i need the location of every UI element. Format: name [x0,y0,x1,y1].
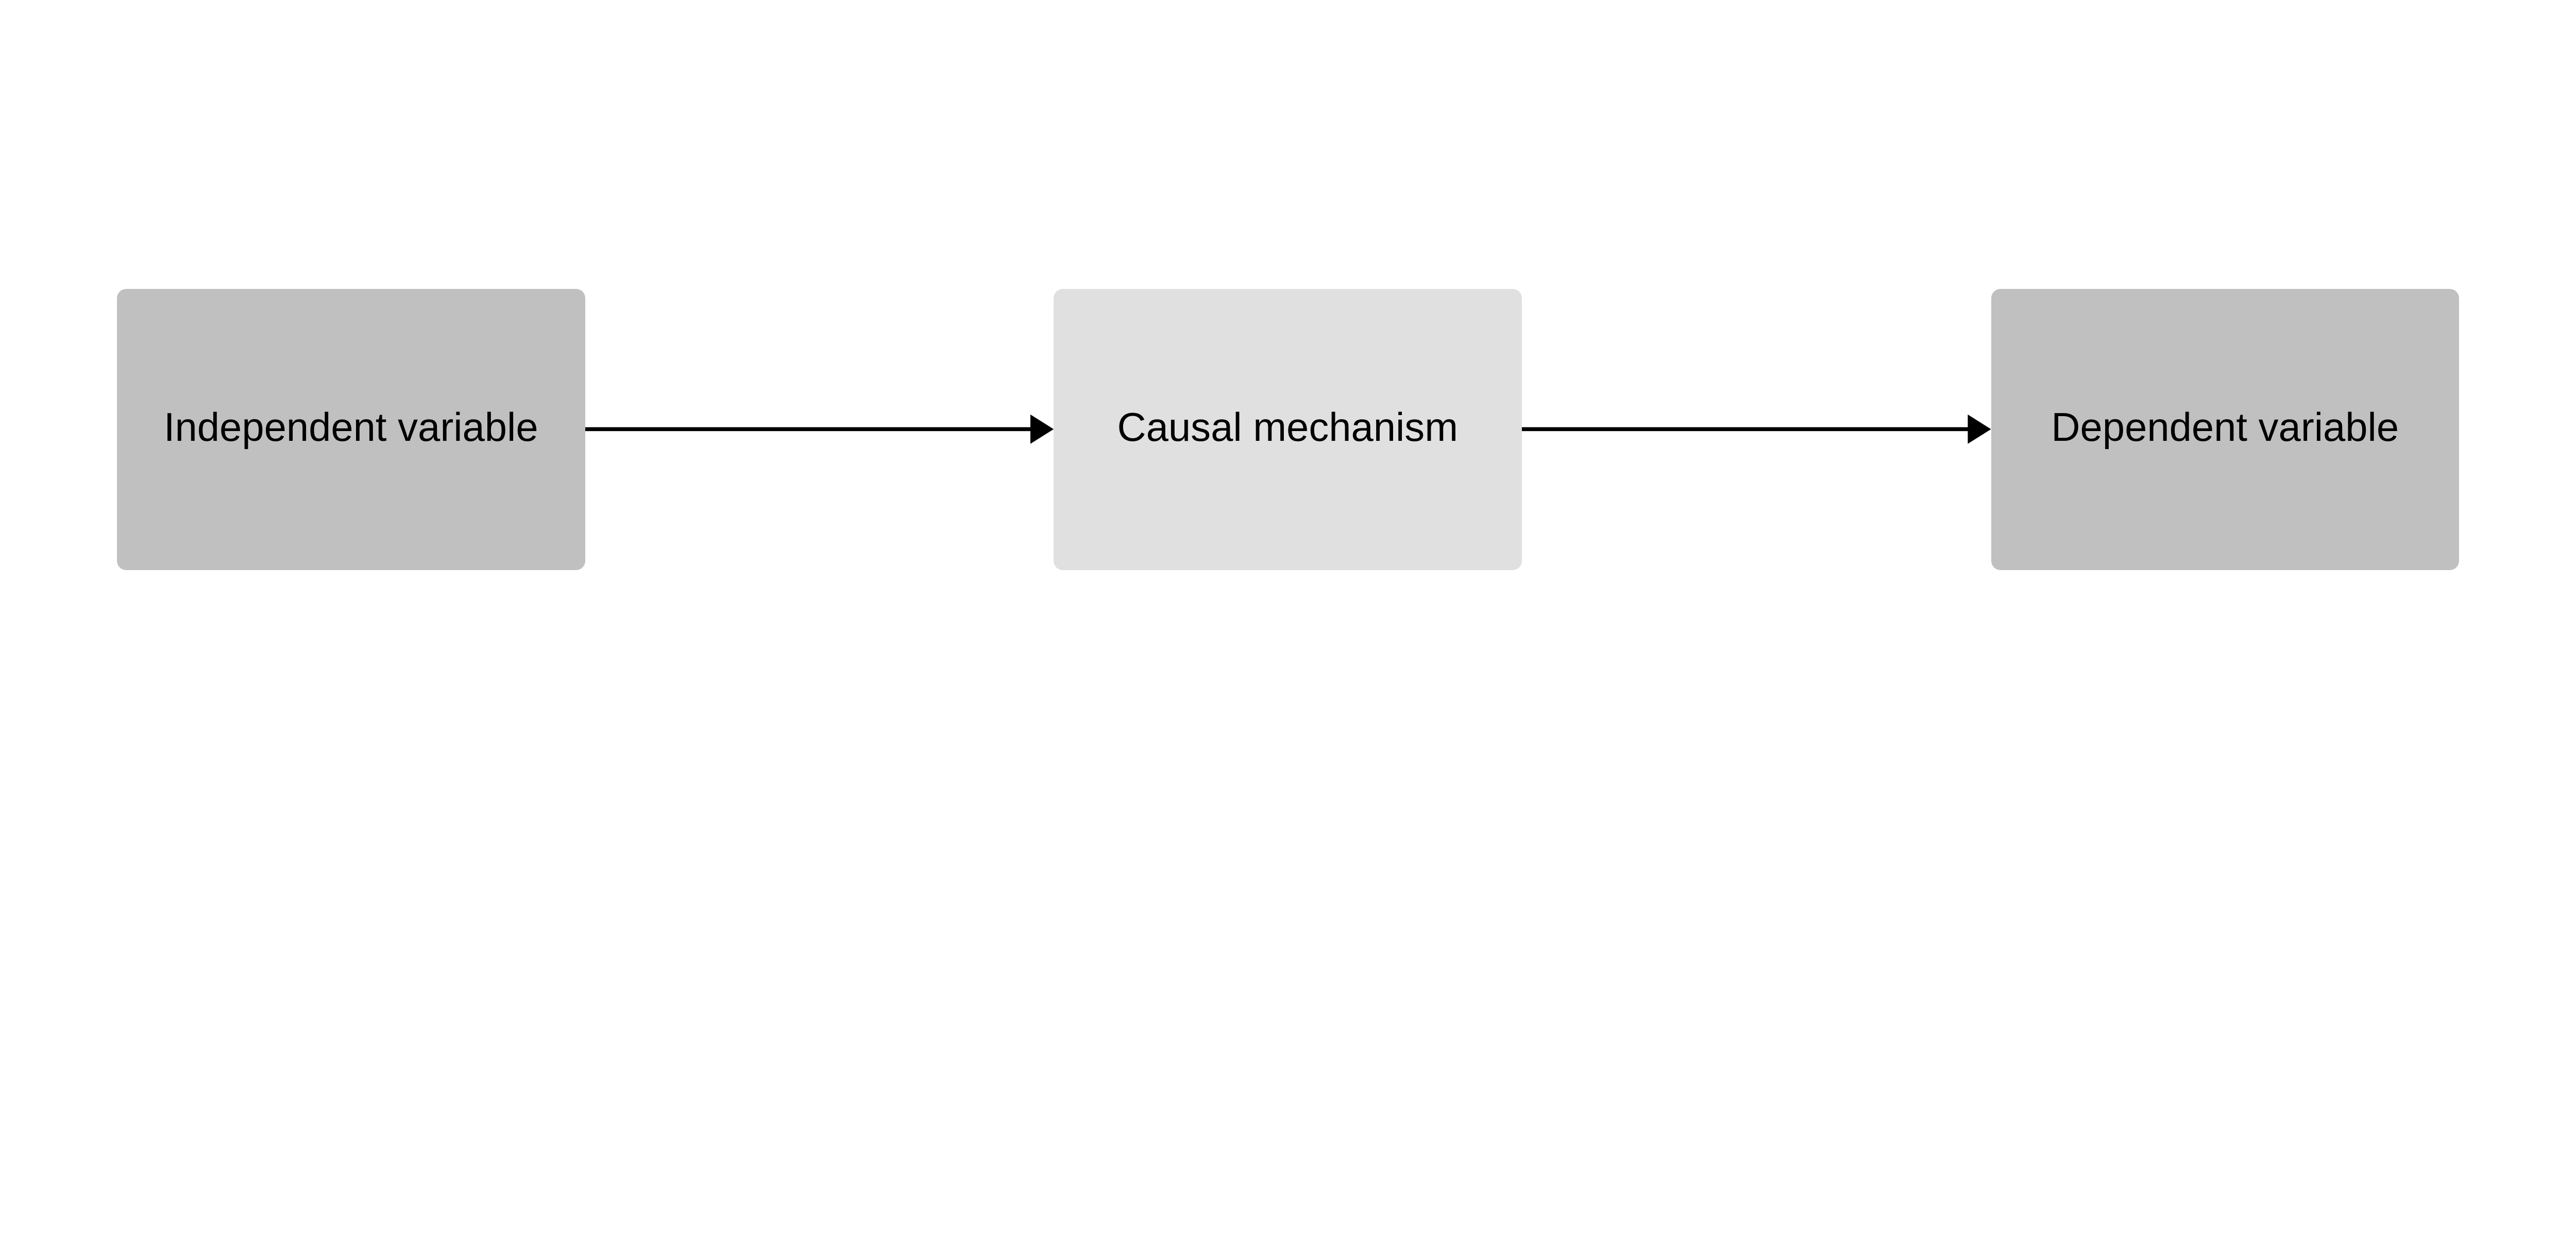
edges-layer [583,414,1991,444]
node-dependent-variable: Dependent variable [1991,289,2459,570]
node-label: Dependent variable [2051,405,2399,450]
node-independent-variable: Independent variable [117,289,585,570]
node-causal-mechanism: Causal mechanism [1054,289,1522,570]
arrow-mechanism-to-dependent [1519,414,1991,444]
node-label: Causal mechanism [1117,405,1459,450]
node-label: Independent variable [163,405,538,450]
arrow-independent-to-mechanism [583,414,1054,444]
diagram-canvas: Independent variable Causal mechanism De… [117,289,2459,570]
